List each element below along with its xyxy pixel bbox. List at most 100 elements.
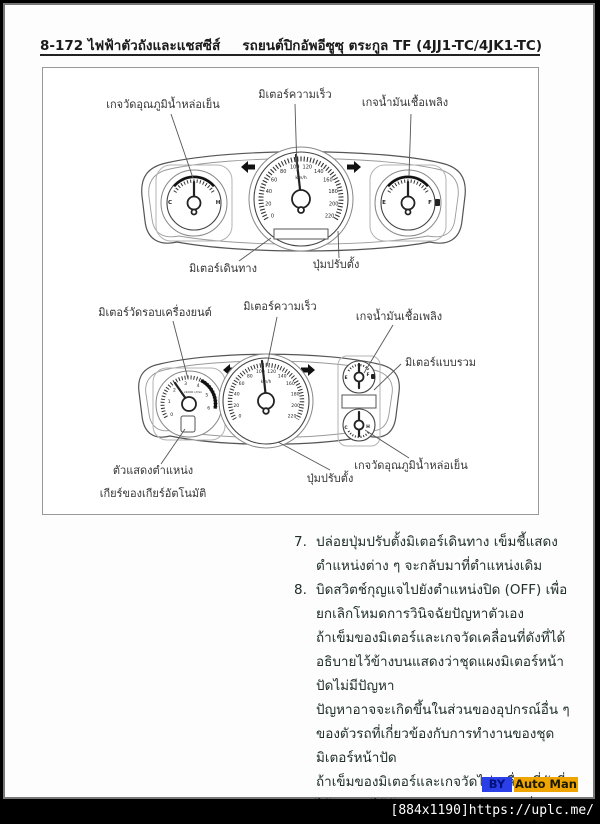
label-adjust-knob-1: ปุ่มปรับตั้ง: [313, 256, 360, 271]
svg-text:160: 160: [286, 381, 295, 387]
fuel-pump-icon-2: [371, 374, 375, 379]
speedometer-2: 0 20 40 60 80 100 120 140 160 180 200 22…: [218, 353, 314, 449]
label-tachometer: มิเตอร์วัดรอบเครื่องยนต์: [98, 304, 212, 319]
svg-text:60: 60: [239, 381, 245, 387]
tachometer: 0 1 2 3 4 5 6 x1000 r/min: [152, 367, 226, 441]
svg-text:140: 140: [314, 169, 324, 175]
speedo1-hub: [291, 189, 311, 209]
svg-text:100: 100: [290, 164, 300, 170]
svg-text:40: 40: [234, 392, 240, 398]
watermark-text: [884x1190]https://uplc.me/: [390, 803, 595, 818]
speed-unit-1: km/h: [295, 175, 307, 181]
diagram1-leader-lines: [170, 103, 412, 262]
svg-text:0: 0: [271, 213, 274, 219]
svg-text:3: 3: [184, 381, 187, 387]
speedometer-1: 0 20 40 60 80 100 120 140 160 180 200 22…: [248, 146, 354, 252]
fuel-e-label: E: [382, 200, 386, 206]
label-fuel-gauge-1: เกจน้ำมันเชื้อเพลิง: [362, 94, 448, 109]
fuel-gauge-2: E F: [342, 360, 376, 394]
label-gear-position-line2: เกียร์ของเกียร์อัตโนมัติ: [100, 486, 207, 500]
svg-text:20: 20: [265, 202, 271, 208]
svg-text:0: 0: [170, 412, 173, 418]
speed-unit-2: km/h: [261, 379, 272, 384]
header-rule: [40, 54, 540, 56]
svg-text:220: 220: [288, 414, 297, 420]
gear-indicator-window: [180, 415, 196, 433]
svg-text:100: 100: [256, 369, 265, 375]
coolant-temp-gauge-2: C H: [342, 408, 376, 442]
svg-text:180: 180: [328, 189, 338, 195]
fuel-hub: [400, 195, 416, 211]
svg-text:160: 160: [323, 178, 333, 184]
odometer-window: [273, 228, 329, 240]
svg-text:120: 120: [303, 164, 313, 170]
temp-c-label: C: [168, 200, 172, 206]
fuel-gauge-1: E F: [369, 164, 447, 242]
tach-tick-labels: 0 1 2 3 4 5 6: [168, 381, 211, 418]
svg-text:80: 80: [247, 373, 253, 379]
turn-right-icon-2: [301, 364, 315, 376]
svg-text:180: 180: [291, 392, 300, 398]
instrument-cluster-2: 0 1 2 3 4 5 6 x1000 r/min: [138, 353, 400, 449]
turn-left-icon: [241, 161, 255, 173]
combined-meter-window: [341, 394, 377, 409]
header-model-title: รถยนต์ปิกอัพอีซูซุ ตระกูล TF (4JJ1-TC/4J…: [242, 38, 542, 54]
figure-box: C H 0 20 40 60 80: [42, 67, 539, 515]
svg-text:200: 200: [291, 403, 300, 409]
instrument-cluster-1: C H 0 20 40 60 80: [141, 146, 466, 252]
svg-text:140: 140: [278, 373, 287, 379]
item-text: ปล่อยปุ่มปรับตั้งมิเตอร์เดินทาง เข็มชี้แ…: [316, 534, 558, 574]
svg-text:60: 60: [271, 178, 277, 184]
instruction-item-7: 7. ปล่อยปุ่มปรับตั้งมิเตอร์เดินทาง เข็มช…: [294, 530, 579, 578]
label-combined-meter: มิเตอร์แบบรวม: [405, 356, 476, 369]
instrument-cluster-figure: C H 0 20 40 60 80: [98, 87, 476, 500]
label-coolant-gauge-2: เกจวัดอุณภูมิน้ำหล่อเย็น: [354, 457, 468, 472]
speedo1-tick-labels: 0 20 40 60 80 100 120 140 160 180 200 22…: [265, 164, 338, 219]
svg-text:6: 6: [207, 405, 210, 411]
fuel-f-label: F: [428, 200, 432, 206]
temp-c-label-2: C: [344, 425, 348, 431]
watermark-bar: [884x1190]https://uplc.me/: [0, 799, 600, 824]
instruction-item-8: 8. บิดสวิตช์กุญแจไปยังตำแหน่งปิด (OFF) เ…: [294, 578, 579, 626]
speedo2-tick-labels: 0 20 40 60 80 100 120 140 160 180 200 22…: [233, 369, 300, 419]
header-section-title: 8-172 ไฟฟ้าตัวถังและแชสซีส์: [40, 38, 221, 54]
diagram2-leader-lines: [160, 316, 410, 471]
svg-text:200: 200: [329, 202, 339, 208]
cluster1-housing-inner: [148, 158, 459, 245]
temp-h-label-2: H: [366, 424, 370, 430]
label-speedometer-1: มิเตอร์ความเร็ว: [258, 87, 331, 101]
temp-h-label: H: [216, 200, 221, 206]
svg-text:80: 80: [280, 169, 286, 175]
svg-text:4: 4: [197, 383, 200, 389]
fuel-e-label-2: E: [344, 375, 347, 381]
tach-unit: x1000 r/min: [184, 390, 202, 394]
turn-left-icon-2: [223, 364, 237, 376]
fuel-f-label-2: F: [366, 372, 369, 378]
right-gauge-column: E F C H: [337, 355, 381, 447]
cluster1-housing: [141, 151, 466, 252]
temp-hub: [186, 195, 202, 211]
label-coolant-gauge-1: เกจวัดอุณภูมิน้ำหล่อเย็น: [106, 96, 220, 111]
svg-text:220: 220: [325, 213, 335, 219]
label-speedometer-2: มิเตอร์ความเร็ว: [243, 299, 316, 313]
svg-text:2: 2: [173, 388, 176, 394]
svg-text:1: 1: [168, 399, 171, 405]
item-number: 7.: [294, 534, 307, 550]
label-adjust-knob-2: ปุ่มปรับตั้ง: [307, 470, 354, 485]
svg-text:40: 40: [266, 189, 272, 195]
svg-text:120: 120: [267, 369, 276, 375]
instruction-paragraph: ถ้าเข็มของมิเตอร์และเกจวัดเคลื่อนที่ดังท…: [316, 630, 566, 694]
coolant-temp-gauge-1: C H: [155, 164, 233, 242]
label-trip-meter: มิเตอร์เดินทาง: [189, 262, 257, 275]
speedo2-hub: [257, 392, 275, 410]
by-badge: BY: [482, 777, 512, 792]
brand-badge: Auto Man: [514, 777, 578, 792]
item-text: บิดสวิตช์กุญแจไปยังตำแหน่งปิด (OFF) เพื่…: [316, 582, 568, 622]
svg-text:20: 20: [233, 403, 239, 409]
svg-text:5: 5: [205, 392, 208, 398]
label-gear-position-line1: ตัวแสดงตำแหน่ง: [113, 464, 193, 477]
fuel-pump-icon: [435, 199, 440, 206]
turn-right-icon: [347, 161, 361, 173]
label-fuel-gauge-2: เกจน้ำมันเชื้อเพลิง: [356, 308, 442, 323]
